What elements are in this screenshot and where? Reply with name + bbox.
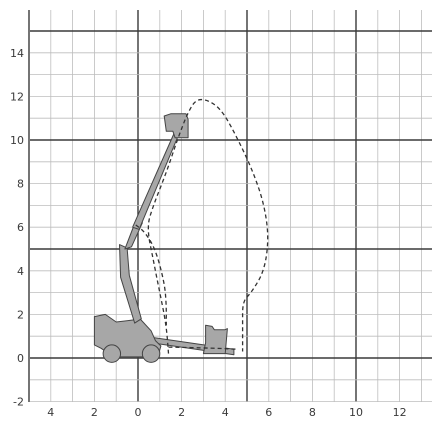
y-tick-label: 14 — [10, 47, 24, 60]
inner-working-envelope-base — [168, 346, 239, 350]
x-tick-label: 2 — [178, 406, 185, 419]
grid — [28, 10, 432, 403]
y-tick-label: 10 — [10, 134, 24, 147]
y-tick-label: 0 — [17, 352, 24, 365]
x-tick-label: 10 — [349, 406, 363, 419]
upper-boom — [132, 133, 179, 230]
axis-tick-labels: 4 2 0 2 4 6 8 10 12 -2 0 2 4 6 8 10 12 14 — [10, 47, 407, 419]
working-envelope — [135, 98, 269, 354]
y-tick-label: 4 — [17, 265, 24, 278]
inner-working-envelope — [135, 224, 167, 326]
wheel-1 — [102, 344, 122, 363]
outer-working-envelope — [147, 98, 269, 354]
x-tick-label: 0 — [135, 406, 142, 419]
x-tick-label: 4 — [222, 406, 229, 419]
y-tick-label: -2 — [13, 396, 24, 409]
y-tick-label: 8 — [17, 178, 24, 191]
x-tick-label: 4 — [47, 406, 54, 419]
y-tick-label: 12 — [10, 90, 24, 103]
x-tick-label: 8 — [309, 406, 316, 419]
aerial-lift-machine — [93, 113, 235, 363]
outrigger-head — [202, 324, 228, 355]
x-tick-label: 6 — [265, 406, 272, 419]
y-tick-label: 2 — [17, 308, 24, 321]
x-tick-label: 12 — [393, 406, 407, 419]
y-tick-label: 6 — [17, 221, 24, 234]
wheel-2 — [141, 344, 161, 363]
x-tick-label: 2 — [91, 406, 98, 419]
platform-basket — [163, 113, 189, 139]
